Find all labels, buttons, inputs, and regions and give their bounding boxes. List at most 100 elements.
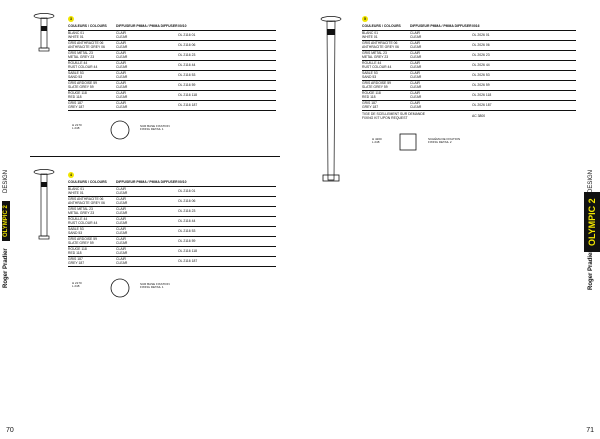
colour-fr: BLANC 01 xyxy=(362,30,379,35)
diffuser-en: CLEAR xyxy=(116,200,128,205)
product-code: OL 2026 53 xyxy=(472,72,490,77)
height-dim: H 2170 xyxy=(72,281,82,285)
diffuser-fr: CLAIR xyxy=(410,90,420,95)
table-header: COULEURS / COLOURS DIFFUSEUR PMMA / PMMA … xyxy=(68,24,276,31)
diffuser-en: CLEAR xyxy=(410,74,422,79)
diffuser-fr: CLAIR xyxy=(410,40,420,45)
product-code: OL 2116 01 xyxy=(178,188,196,193)
diffuser-en: CLEAR xyxy=(116,220,128,225)
colour-en: WHITE 01 xyxy=(68,34,84,39)
diffuser-en: CLEAR xyxy=(116,104,128,109)
product-code: OL 2116 53 xyxy=(178,228,196,233)
diffuser-fr: CLAIR xyxy=(116,100,126,105)
length-dim: L 248 xyxy=(372,140,380,145)
colour-en: SAND 53 xyxy=(362,74,377,79)
colour-fr: GRIS MÉTAL 23 xyxy=(68,206,93,211)
colour-fr: GRIS ANTHRACITE 06 xyxy=(68,196,104,201)
colour-fr: GRIS ANTHRACITE 06 xyxy=(362,40,398,45)
diffuser-en: CLEAR xyxy=(116,94,128,99)
product-code: OL 2116 118 xyxy=(178,248,197,253)
colour-en: RED 118 xyxy=(68,94,82,99)
colour-en: RED 118 xyxy=(362,94,376,99)
product-code: OL 2026 187 xyxy=(472,102,492,107)
diffuser-fr: CLAIR xyxy=(410,30,420,35)
product-code: OL 2116 06 xyxy=(178,198,196,203)
product-code: OL 2026 23 xyxy=(472,52,490,57)
diffuser-fr: CLAIR xyxy=(410,50,420,55)
colour-fr: GRIS MÉTAL 23 xyxy=(362,50,387,55)
col-code: 00/10 xyxy=(178,24,187,29)
colour-en: METAL GREY 23 xyxy=(68,54,95,59)
colour-fr: GRIS ARDOISE 59 xyxy=(68,236,98,241)
colour-en: SLATE GREY 59 xyxy=(362,84,388,89)
diffuser-en: CLEAR xyxy=(410,64,422,69)
diffuser-fr: CLAIR xyxy=(116,40,126,45)
product-code: OL 2116 118 xyxy=(178,92,197,97)
diffuser-en: CLEAR xyxy=(116,64,128,69)
extra-code: AC 3800 xyxy=(472,114,486,119)
colour-en: ANTHRACITE GREY 06 xyxy=(362,44,399,49)
product-code: OL 2116 187 xyxy=(178,258,198,263)
colour-fr: GRIS 187 xyxy=(68,256,83,261)
designer-label-left: Roger Pradier xyxy=(3,248,9,288)
diffuser-fr: CLAIR xyxy=(116,246,126,251)
diffuser-fr: CLAIR xyxy=(116,196,126,201)
diffuser-en: CLEAR xyxy=(410,94,422,99)
diffuser-fr: CLAIR xyxy=(410,60,420,65)
colour-en: GREY 187 xyxy=(68,104,85,109)
extra-en: FIXING KIT UPON REQUEST xyxy=(362,116,408,120)
col-colours: COULEURS / COLOURS xyxy=(68,24,107,29)
colour-fr: BLANC 01 xyxy=(68,30,85,35)
product-code: OL 2116 23 xyxy=(178,52,196,57)
product-code: OL 2116 44 xyxy=(178,62,196,67)
bollard-drawing-1 xyxy=(33,13,55,52)
colour-fr: GRIS 187 xyxy=(362,100,377,105)
col-diffuser: DIFFUSEUR PMMA / PMMA DIFFUSER xyxy=(116,180,178,185)
diffuser-fr: CLAIR xyxy=(116,50,126,55)
colour-fr: ROUGE 118 xyxy=(68,90,87,95)
section-divider xyxy=(30,156,280,157)
diffuser-en: CLEAR xyxy=(116,260,128,265)
diffuser-fr: CLAIR xyxy=(116,226,126,231)
col-diffuser: DIFFUSEUR PMMA / PMMA DIFFUSER xyxy=(116,24,178,29)
fixing-label-fr: SUR BASE FIXATION xyxy=(140,124,170,128)
product-code: OL 2116 44 xyxy=(178,218,196,223)
fixing-label-fr: SUR BASE FIXATION xyxy=(140,282,170,286)
colour-en: RED 118 xyxy=(68,250,82,255)
product-code: OL 2116 59 xyxy=(178,238,196,243)
diffuser-fr: CLAIR xyxy=(116,236,126,241)
diffuser-en: CLEAR xyxy=(116,190,128,195)
col-colours: COULEURS / COLOURS xyxy=(362,24,401,29)
colour-en: SAND 53 xyxy=(68,74,83,79)
colour-en: RUST COLOUR 44 xyxy=(68,64,98,69)
design-label-left: DESIGN xyxy=(3,169,9,193)
colour-fr: BLANC 01 xyxy=(68,186,85,191)
colour-en: METAL GREY 23 xyxy=(362,54,389,59)
colour-en: ANTHRACITE GREY 06 xyxy=(68,44,105,49)
col-diffuser: DIFFUSEUR PMMA / PMMA DIFFUSER xyxy=(410,24,472,29)
height-dim: H 4200 xyxy=(372,137,382,141)
diffuser-en: CLEAR xyxy=(116,84,128,89)
diffuser-en: CLEAR xyxy=(116,210,128,215)
length-dim: L 248 xyxy=(72,126,80,131)
page-number-right: 71 xyxy=(586,427,594,434)
table-badge: 3 xyxy=(68,16,74,22)
